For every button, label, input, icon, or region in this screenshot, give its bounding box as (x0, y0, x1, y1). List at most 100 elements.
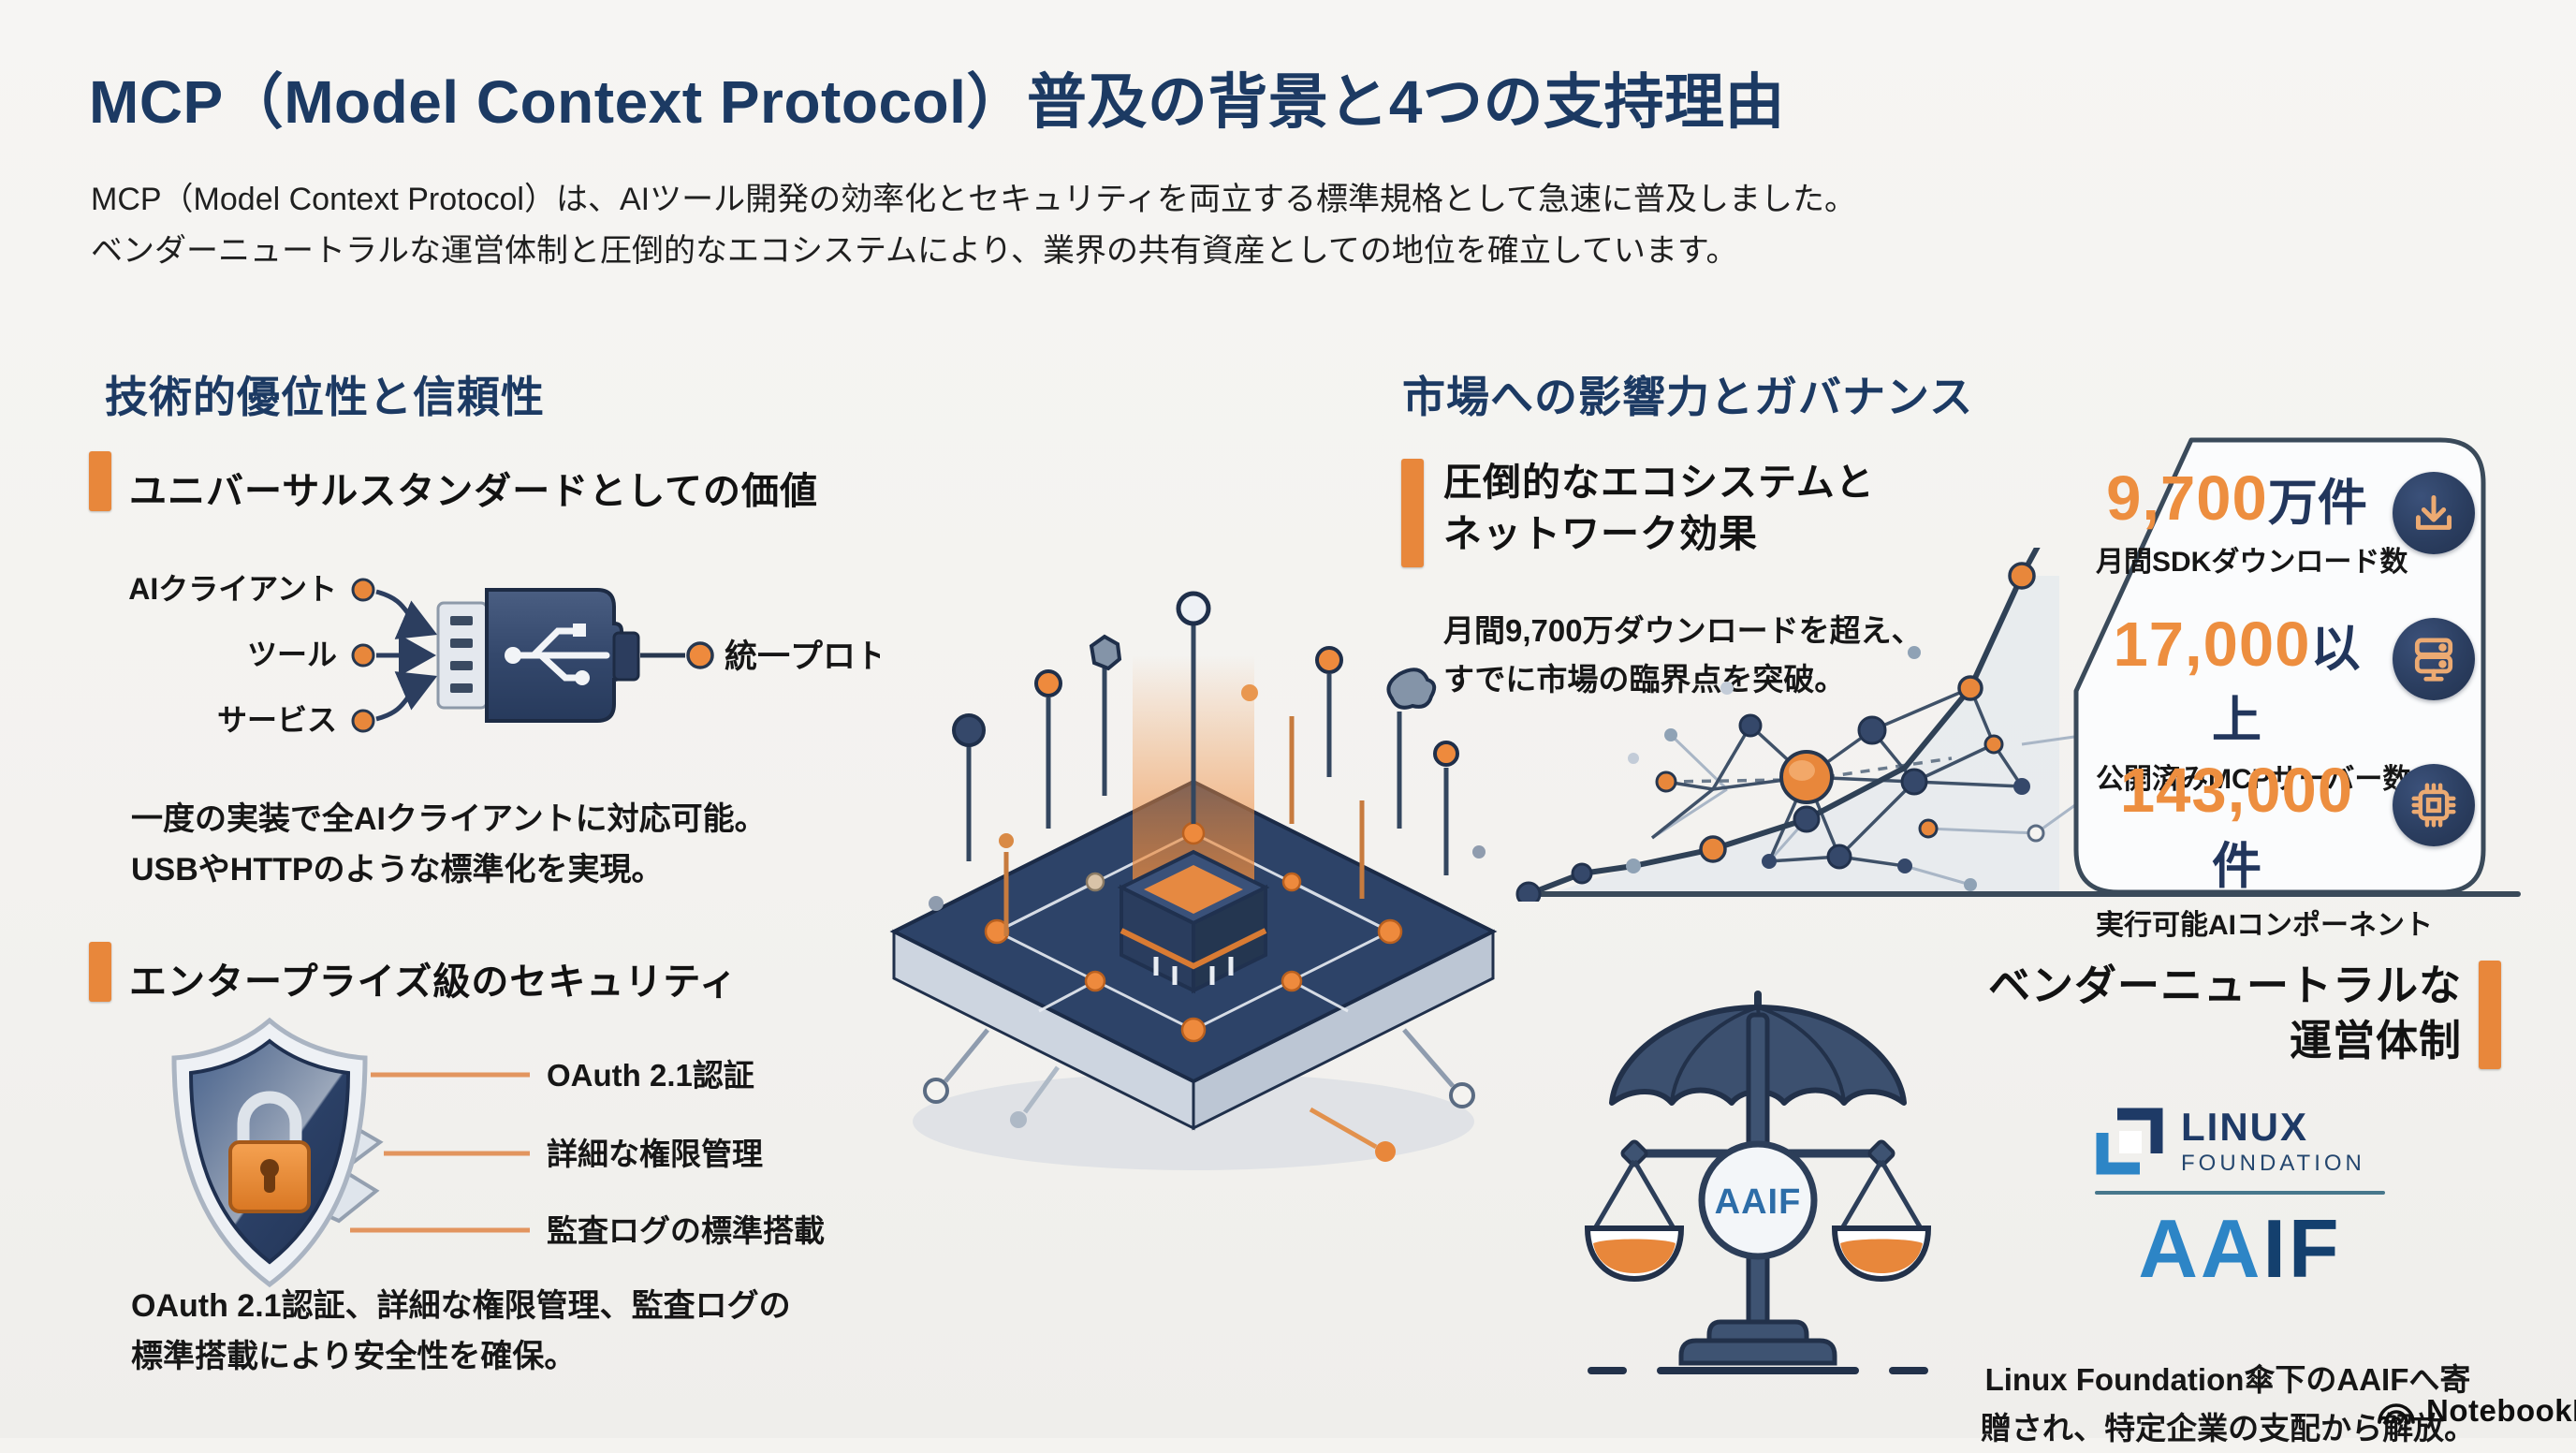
accent-bar-governance (2479, 961, 2501, 1069)
usb-output-dot (686, 641, 714, 669)
stat-row-servers: 17,000以上 公開済みMCPサーバー数 (2071, 609, 2488, 795)
notebooklm-icon (2378, 1403, 2415, 1424)
pin-dot (1472, 845, 1486, 859)
stat-value: 9,700 (2106, 463, 2268, 534)
security-shield-figure: OAuth 2.1認証 詳細な権限管理 監査ログの標準搭載 (171, 1017, 825, 1288)
aaif-wordmark: AAIF (2095, 1208, 2385, 1290)
usb-standard-diagram: AIクライアント ツール サービス 統一プロトコル (128, 572, 880, 737)
download-icon (2393, 472, 2475, 554)
server-icon (2393, 618, 2475, 700)
accent-bar-ecosystem (1401, 459, 1424, 567)
trace-nodes (984, 821, 1403, 1043)
usb-input-node-service: サービス (217, 703, 337, 737)
aaif-disc-label: AAIF (1715, 1182, 1802, 1222)
pan-right-fill (1840, 1239, 1923, 1273)
security-body-line-2: 標準搭載により安全性を確保。 (131, 1339, 577, 1375)
heading-vendor-neutral: ベンダーニュートラルな 運営体制 (1988, 959, 2462, 1068)
callout-label-permissions: 詳細な権限管理 (547, 1137, 763, 1171)
mesh-nodes (1515, 562, 2101, 902)
growth-area (1549, 576, 2059, 894)
scale-base-lower (1678, 1338, 1837, 1366)
accent-bar-security (89, 942, 111, 1002)
pin-head (1034, 669, 1062, 697)
chip-pins (966, 623, 1449, 936)
ecosystem-heading-line-2: ネットワーク効果 (1443, 511, 1758, 555)
callout-label-oauth: OAuth 2.1認証 (547, 1058, 754, 1093)
mcp-chip-illustration (889, 591, 1498, 1170)
chip-icon (2393, 764, 2475, 846)
ecosystem-heading-line-1: 圧倒的なエコシステムと (1443, 461, 1875, 504)
aaif-wordmark-aa: AA (2138, 1202, 2263, 1295)
stat-row-downloads: 9,700万件 月間SDKダウンロード数 (2071, 462, 2488, 603)
cube-glow-top (1144, 865, 1243, 914)
usb-output-label: 統一プロトコル (724, 638, 880, 675)
usb-input-dot (351, 578, 375, 602)
page-title: MCP（Model Context Protocol）普及の背景と4つの支持理由 (89, 68, 1786, 136)
pan-left-fill (1593, 1239, 1676, 1273)
stat-label: 月間SDKダウンロード数 (2096, 547, 2408, 578)
usb-arrow (375, 671, 438, 722)
notebooklm-label: NotebookLM (2426, 1393, 2576, 1428)
usb-arrow (375, 589, 438, 639)
governance-caption-line-1: Linux Foundation傘下のAAIFへ寄 (1984, 1362, 2471, 1397)
ecosystem-body-line-1: 月間9,700万ダウンロードを超え、 (1443, 613, 1923, 648)
stat-unit: 万件 (2267, 476, 2367, 531)
logo-divider (2095, 1191, 2385, 1195)
stat-label: 公開済みMCPサーバー数 (2096, 764, 2411, 795)
pan-strings-left (1592, 1159, 1676, 1230)
linux-foundation-logo: LINUX FOUNDATION AAIF (2095, 1107, 2385, 1290)
stat-value: 17,000 (2113, 609, 2311, 680)
heading-universal-standard: ユニバーサルスタンダードとしての価値 (129, 471, 818, 512)
universal-body-line-2: USBやHTTPのような標準化を実現。 (131, 852, 664, 888)
callout-label-audit: 監査ログの標準搭載 (547, 1213, 825, 1248)
subtitle-line-2: ベンダーニュートラルな運営体制と圧倒的なエコシステムにより、業界の共有資産として… (91, 233, 1738, 270)
cube-stripe (1120, 928, 1267, 970)
pan-strings-right (1839, 1159, 1924, 1230)
page-subtitle: MCP（Model Context Protocol）は、AIツール開発の効率化… (91, 174, 1856, 277)
ecosystem-body: 月間9,700万ダウンロードを超え、 すでに市場の臨界点を突破。 (1443, 607, 1923, 704)
pin-head (1315, 646, 1343, 674)
vendor-heading-line-2: 運営体制 (2289, 1016, 2462, 1064)
heading-ecosystem: 圧倒的なエコシステムと ネットワーク効果 (1443, 457, 1875, 560)
usb-input-dot (351, 709, 375, 733)
pin-dot (929, 896, 944, 911)
aaif-scales-illustration: AAIF (1584, 991, 1932, 1374)
section-title-market: 市場への影響力とガバナンス (1402, 373, 1974, 421)
usb-input-dot (351, 643, 375, 668)
usb-trident-icon (509, 627, 610, 682)
stat-value: 143,000 (2119, 756, 2354, 826)
aaif-wordmark-if: IF (2262, 1202, 2342, 1295)
scale-base-upper (1706, 1319, 1809, 1343)
section-title-technical: 技術的優位性と信頼性 (105, 373, 545, 421)
stat-unit: 件 (2212, 839, 2261, 894)
universal-body-line-1: 一度の実装で全AIクライアントに対応可能。 (131, 801, 767, 837)
pin-dot (1241, 684, 1258, 701)
cube-pins (1153, 957, 1234, 985)
pin-dot (999, 833, 1014, 848)
security-body-line-1: OAuth 2.1認証、詳細な権限管理、監査ログの (131, 1288, 791, 1324)
notebooklm-brand: NotebookLM (2376, 1393, 2576, 1429)
pin-head-hex (1089, 634, 1122, 671)
stats-panel: 9,700万件 月間SDKダウンロード数 17,000以上 公開済みMCPサーバ… (2071, 436, 2488, 941)
aaif-disc (1698, 1140, 1818, 1260)
security-body: OAuth 2.1認証、詳細な権限管理、監査ログの 標準搭載により安全性を確保。 (131, 1281, 791, 1383)
usb-input-label-ai-client: AIクライアント (128, 572, 337, 606)
universal-body: 一度の実装で全AIクライアントに対応可能。 USBやHTTPのような標準化を実現… (131, 794, 767, 896)
pin-head (952, 713, 986, 747)
vendor-heading-line-1: ベンダーニュートラルな (1987, 961, 2462, 1009)
pin-head (1176, 591, 1211, 626)
lf-wordmark-linux: LINUX (2181, 1105, 2308, 1149)
stat-unit: 以上 (2212, 622, 2361, 748)
stats-panel-shape (2073, 437, 2486, 895)
subtitle-line-1: MCP（Model Context Protocol）は、AIツール開発の効率化… (91, 182, 1857, 217)
lf-wordmark-foundation: FOUNDATION (2181, 1151, 2365, 1176)
pin-head-cloud (1386, 668, 1437, 710)
stat-row-components: 143,000 件 実行可能AIコンポーネント (2071, 755, 2488, 941)
accent-bar-universal (89, 451, 111, 511)
ecosystem-body-line-2: すでに市場の臨界点を突破。 (1443, 662, 1846, 697)
stat-label: 実行可能AIコンポーネント (2096, 910, 2433, 941)
lock-shackle (237, 1091, 302, 1151)
heading-enterprise-security: エンタープライズ級のセキュリティ (129, 961, 738, 1003)
usb-plug-nub (612, 631, 640, 682)
